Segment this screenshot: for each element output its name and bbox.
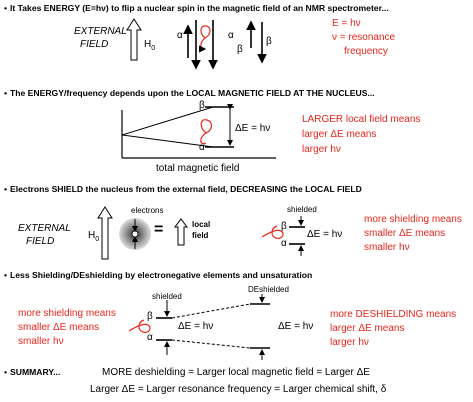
s2-alpha: α [199,142,205,153]
s4-alpha: α [147,332,153,343]
s4-red-left-3: smaller hν [18,336,64,347]
s4-red-right-2: larger ΔE means [330,323,405,334]
s2-red-3: larger hν [302,144,341,155]
s4-dash-top [171,303,251,319]
electrons-label: electrons [131,206,164,215]
s4-red-left-2: smaller ΔE means [18,322,100,333]
s2-red-1: LARGER local field means [302,114,421,125]
s4-dash-bottom [171,339,251,349]
s3-red-3: smaller hν [364,242,410,253]
external-field-arrow [126,18,142,61]
s2-axis-label: total magnetic field [156,163,240,174]
s4-deshielded-label: DEshielded [248,285,289,294]
s4-red-right-3: larger hν [330,337,369,348]
h0-label: H0 [144,39,156,52]
local-field-arrow [174,218,188,246]
alpha-label-2: α [228,30,234,41]
s3-flip-loop [261,225,284,239]
section3-heading: Electrons SHIELD the nucleus from the ex… [4,184,362,194]
s1-red-3: frequency [344,46,388,57]
section4-heading: Less Shielding/DEshielding by electroneg… [4,270,312,280]
s4-shielded-label: shielded [152,292,182,301]
s3-field-label: FIELD [26,236,55,247]
s1-red-2: ν = resonance [332,32,396,43]
field-label: FIELD [80,39,109,50]
s2-beta: β [199,100,205,111]
s3-red-1: more shielding means [364,214,462,225]
s2-beta-line [121,106,214,136]
section1-heading: It Takes ENERGY (E=hν) to flip a nuclear… [4,3,389,13]
external-label: EXTERNAL [74,26,127,37]
s4-red-right-1: more DESHIELDING means [330,309,457,320]
s4-beta: β [147,311,153,322]
section2-heading: The ENERGY/frequency depends upon the LO… [4,88,375,98]
summary-line-1: MORE deshielding = Larger local magnetic… [102,367,370,378]
summary-line-2: Larger ΔE = Larger resonance frequency =… [90,384,387,395]
s1-red-1: E = hν [332,18,361,29]
beta-label-1: β [237,44,243,55]
summary-heading: SUMMARY... [4,367,60,377]
beta-label-2: β [266,36,272,47]
s4-red-left-1: more shielding means [18,308,116,319]
alpha-label-1: α [177,30,183,41]
s4-delta-1: ΔE = hν [178,321,214,332]
flip-loop-1 [198,25,211,53]
local-label: local [192,220,211,229]
s3-red-2: smaller ΔE means [364,228,446,239]
s3-external-field-arrow [97,206,113,260]
s2-delta: ΔE = hν [235,123,271,134]
s3-alpha: α [281,238,287,249]
s3-shielded-label: shielded [287,205,317,214]
s3-beta: β [281,221,287,232]
s3-external-label: EXTERNAL [18,223,71,234]
equals-sign: = [154,221,164,238]
nucleus [131,230,139,238]
s3-delta: ΔE = hν [307,229,343,240]
s3-h0-label: H0 [88,230,100,243]
s2-alpha-line [121,134,214,148]
field-label-2: field [192,231,209,240]
s4-flip-loop [128,319,151,333]
s2-flip-loop [200,119,212,145]
s4-delta-2: ΔE = hν [278,321,314,332]
s2-red-2: larger ΔE means [302,129,377,140]
